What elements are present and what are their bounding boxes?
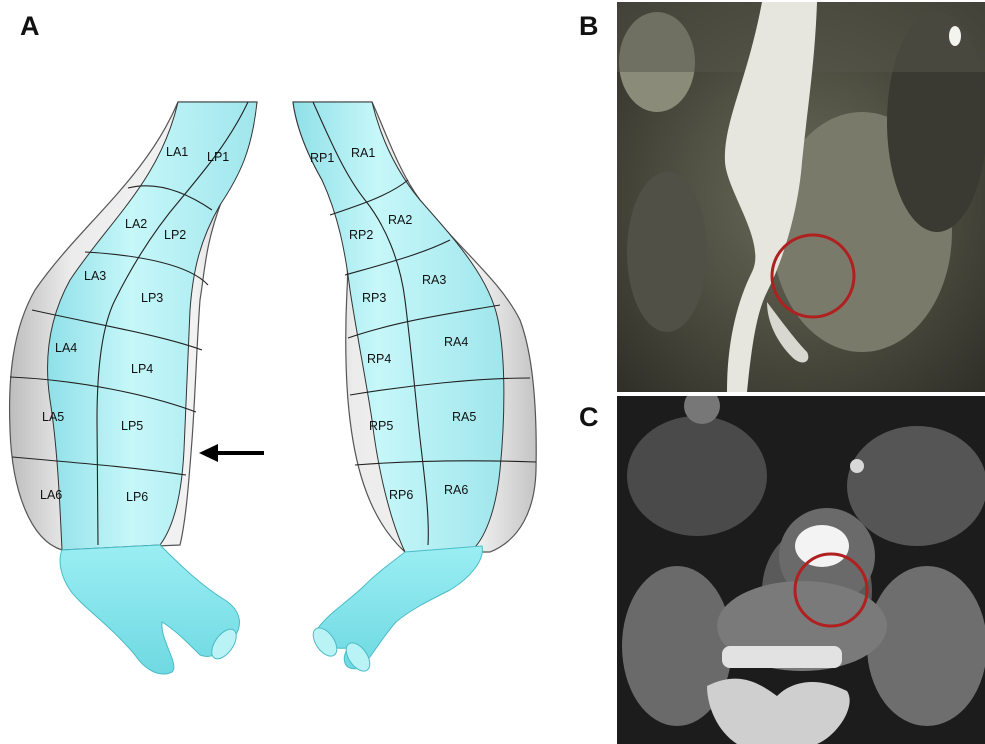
label-lp6: LP6 [126,490,148,504]
label-lp2: LP2 [164,228,186,242]
label-rp3: RP3 [362,291,386,305]
label-la1: LA1 [166,145,188,159]
label-ra5: RA5 [452,410,476,424]
label-rp5: RP5 [369,419,393,433]
label-lp1: LP1 [207,150,229,164]
label-ra4: RA4 [444,335,468,349]
ct-coronal-image [617,2,985,392]
label-rp4: RP4 [367,352,391,366]
label-rp2: RP2 [349,228,373,242]
label-ra1: RA1 [351,146,375,160]
right-lumen [293,102,504,552]
label-lp5: LP5 [121,419,143,433]
label-la2: LA2 [125,217,147,231]
left-lumen [47,102,257,550]
left-arrow-icon [199,444,264,462]
label-la4: LA4 [55,341,77,355]
label-la3: LA3 [84,269,106,283]
aorta-3d-models: LA1 LP1 LA2 LP2 LA3 LP3 LA4 LP4 LA5 LP5 … [0,0,600,744]
ct-axial-image [617,396,985,744]
right-aorta-model: RP1 RA1 RP2 RA2 RP3 RA3 RP4 RA4 RP5 RA5 … [293,102,536,675]
label-lp3: LP3 [141,291,163,305]
label-ra6: RA6 [444,483,468,497]
label-la6: LA6 [40,488,62,502]
label-lp4: LP4 [131,362,153,376]
left-aorta-model: LA1 LP1 LA2 LP2 LA3 LP3 LA4 LP4 LA5 LP5 … [10,102,257,674]
label-rp6: RP6 [389,488,413,502]
label-ra2: RA2 [388,213,412,227]
label-ra3: RA3 [422,273,446,287]
label-rp1: RP1 [310,151,334,165]
right-iliac-branches [317,546,482,669]
label-la5: LA5 [42,410,64,424]
